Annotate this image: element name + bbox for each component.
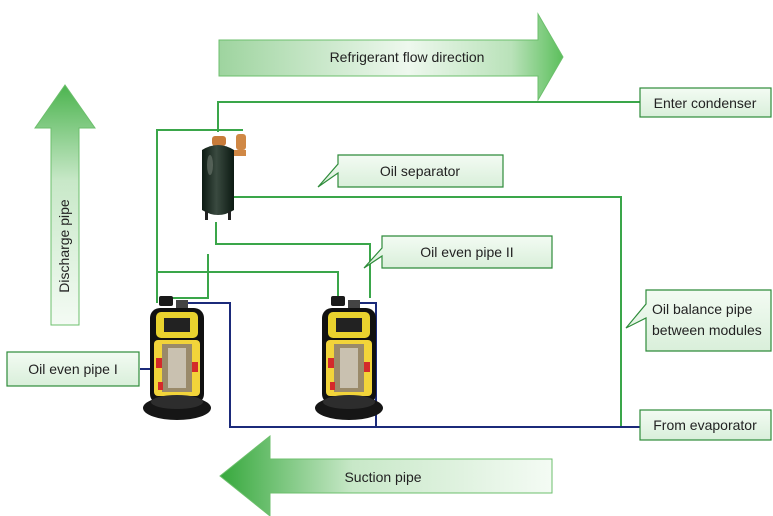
oil-balance-pipe-label-1: Oil balance pipe [652, 301, 753, 317]
enter-condenser-callout: Enter condenser [639, 87, 772, 118]
oil-separator-tank-icon [202, 134, 246, 220]
from-evaporator-label: From evaporator [653, 417, 757, 433]
from-evaporator-callout: From evaporator [639, 409, 772, 441]
discharge-pipe-arrow: Discharge pipe [34, 84, 96, 326]
enter-condenser-label: Enter condenser [654, 95, 757, 111]
oil-balance-pipe-label-2: between modules [652, 322, 762, 338]
discharge-pipe-label: Discharge pipe [56, 199, 72, 293]
oil-separator-label: Oil separator [380, 163, 460, 179]
scroll-compressor-icon [143, 296, 211, 420]
oil-even-pipe-2-callout: Oil even pipe II [363, 235, 553, 269]
scroll-compressor-icon [315, 296, 383, 420]
green-pipes [156, 101, 640, 427]
refrigerant-flow-label: Refrigerant flow direction [330, 49, 485, 65]
oil-even-pipe-1-callout: Oil even pipe I [6, 351, 140, 387]
refrigerant-flow-arrow: Refrigerant flow direction [218, 12, 564, 102]
suction-pipe-label: Suction pipe [344, 469, 421, 485]
oil-even-pipe-2-label: Oil even pipe II [420, 244, 513, 260]
oil-balance-pipe-callout: Oil balance pipe between modules [625, 289, 772, 352]
suction-pipe-arrow: Suction pipe [219, 434, 553, 516]
oil-even-pipe-1-label: Oil even pipe I [28, 361, 118, 377]
oil-separator-callout: Oil separator [317, 154, 504, 188]
blue-pipes [140, 302, 640, 428]
